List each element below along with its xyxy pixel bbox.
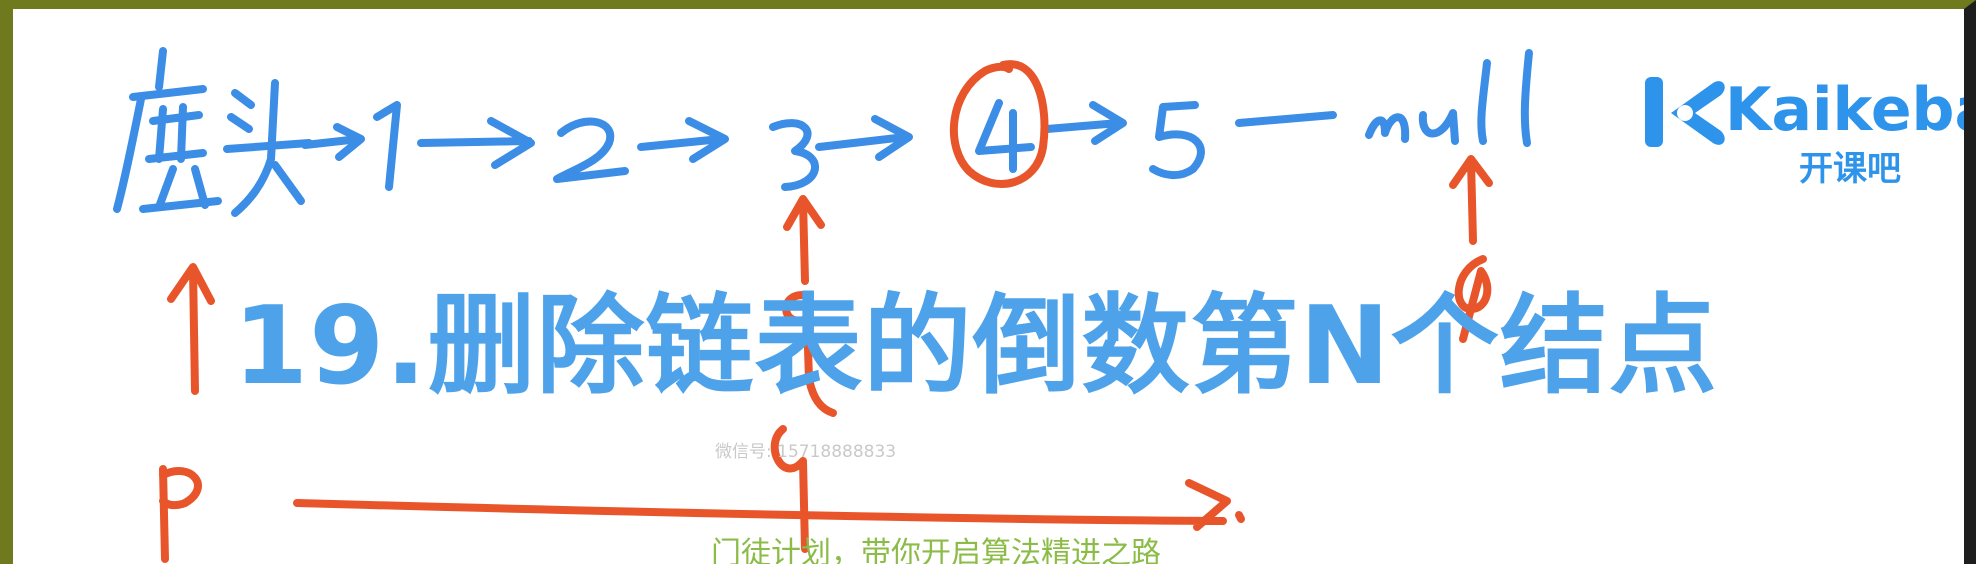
problem-title: 19.删除链表的倒数第N个结点 <box>233 284 1718 409</box>
move-together-arrow <box>293 479 1231 531</box>
node-4 <box>975 99 1035 173</box>
kaikeba-logo-icon <box>1645 77 1725 147</box>
pointer-p-arrow <box>167 263 215 395</box>
kaikeba-logo-word: Kaikeba <box>1725 75 1976 145</box>
node-dummy-head-scribble <box>113 47 222 213</box>
watermark: 微信号: 15718888833 <box>715 442 897 462</box>
node-3 <box>769 119 819 191</box>
handwritten-annotations <box>159 60 1493 563</box>
node-5 <box>1149 101 1205 179</box>
target-node-circle <box>949 60 1049 188</box>
handwriting-canvas <box>113 47 1533 563</box>
pointer-q-label-top <box>782 291 837 417</box>
pointer-q-end-arrow <box>1449 155 1493 245</box>
handwritten-linked-list <box>113 47 1533 217</box>
node-1 <box>373 101 401 191</box>
node-2 <box>553 117 629 183</box>
node-dummy-head-scribble-2 <box>223 79 313 217</box>
pointer-q-end-label <box>1454 255 1492 343</box>
pointer-p-label <box>159 465 202 563</box>
pointer-q-label-bottom <box>770 425 809 553</box>
pointer-q-arrow <box>783 195 825 285</box>
node-null <box>1365 49 1533 147</box>
kaikeba-logo-sub: 开课吧 <box>1799 149 1901 189</box>
kaikeba-logo: Kaikeba 开课吧 <box>1641 67 1964 197</box>
slogan: 门徒计划，带你开启算法精进之路 <box>711 536 1161 564</box>
